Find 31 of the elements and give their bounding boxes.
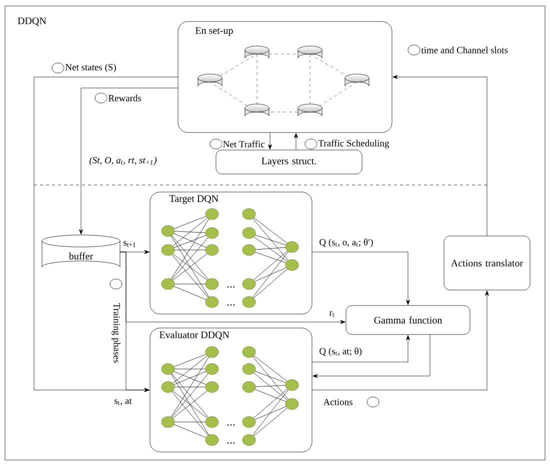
process-box: Gamma function bbox=[346, 305, 470, 335]
arrow bbox=[79, 88, 178, 234]
edge-label: Q (s$_{t}$, at; θ) bbox=[318, 346, 363, 358]
arrow bbox=[120, 252, 150, 392]
text-label: time and Channel slots bbox=[408, 44, 508, 56]
edge-label: r$_{t}$ bbox=[328, 310, 336, 318]
edge-label: Net states (S) bbox=[52, 62, 118, 74]
edge-label: Net Traffic bbox=[210, 138, 266, 150]
text-label: s$_{t}$, at bbox=[114, 398, 132, 406]
arrow bbox=[268, 132, 272, 150]
process-box: Layers struct. bbox=[216, 150, 362, 174]
process-box: Actions translator bbox=[444, 236, 530, 290]
arrow bbox=[312, 334, 430, 378]
edge-label: s$_{t+1}$ bbox=[122, 240, 138, 248]
panel-box: Target DQN bbox=[150, 192, 312, 314]
arrow bbox=[392, 75, 488, 236]
arrow bbox=[312, 290, 489, 390]
edge-label: Actions bbox=[322, 396, 380, 408]
buffer-cylinder: buffer bbox=[42, 234, 120, 268]
node-label: buffer bbox=[68, 252, 94, 260]
text-label: Training phases bbox=[110, 278, 122, 363]
arrow bbox=[312, 335, 410, 362]
arrow bbox=[34, 76, 178, 392]
arrow bbox=[312, 252, 410, 305]
text-label: (St, O, a$_{t}$, rt, st$_{+1}$) bbox=[90, 156, 157, 166]
arrow bbox=[294, 133, 298, 150]
edge-label: Q (s$_{t}$, o, a$_{t}$; θ′) bbox=[318, 238, 374, 248]
edge-label: Traffic Scheduling bbox=[304, 138, 390, 150]
panel-box: En set-up bbox=[178, 21, 392, 133]
panel-box: Evaluator DDQN bbox=[150, 328, 312, 452]
edge-label: Rewards bbox=[94, 92, 142, 104]
